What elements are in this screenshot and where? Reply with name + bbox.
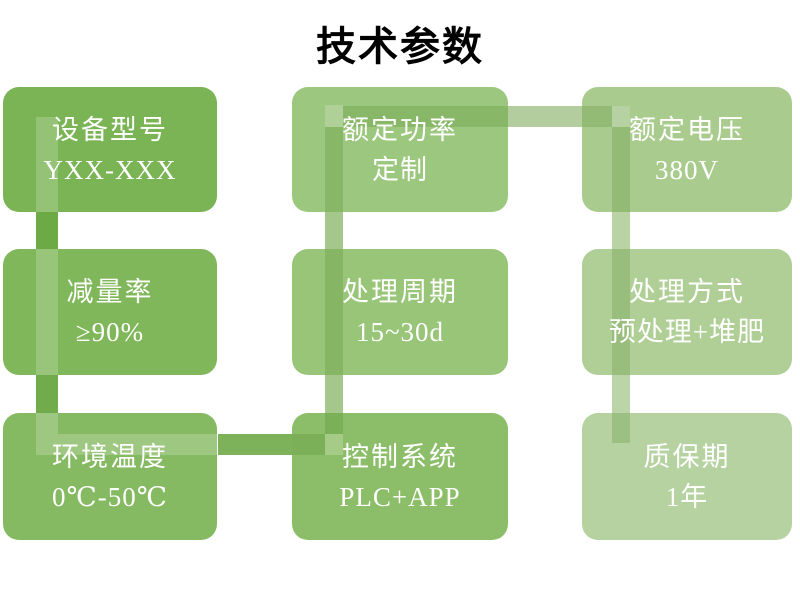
spec-value: 预处理+堆肥 <box>608 317 766 347</box>
spec-box-device-model: 设备型号 YXX-XXX <box>3 87 217 212</box>
spec-value: 0℃-50℃ <box>52 481 168 512</box>
spec-box-treatment-cycle: 处理周期 15~30d <box>292 249 508 375</box>
ribbon-segment <box>36 249 58 375</box>
ribbon-segment <box>36 212 58 249</box>
ribbon-elbow <box>612 106 630 127</box>
spec-label: 处理周期 <box>342 277 458 307</box>
spec-label: 控制系统 <box>342 441 458 472</box>
ribbon-segment <box>343 106 508 127</box>
ribbon-segment <box>582 106 612 127</box>
spec-label: 额定电压 <box>629 114 745 145</box>
spec-label: 设备型号 <box>52 114 168 145</box>
spec-value: ≥90% <box>75 317 145 347</box>
spec-box-ambient-temperature: 环境温度 0℃-50℃ <box>3 413 217 540</box>
spec-label: 减量率 <box>66 277 154 307</box>
ribbon-segment <box>58 434 218 455</box>
spec-label: 质保期 <box>643 441 731 472</box>
page-title: 技术参数 <box>316 25 484 69</box>
ribbon-segment <box>325 249 343 375</box>
ribbon-segment <box>612 249 630 375</box>
spec-box-treatment-method: 处理方式 预处理+堆肥 <box>582 249 792 375</box>
ribbon-segment <box>36 413 58 455</box>
ribbon-segment <box>325 212 343 249</box>
ribbon-segment <box>325 413 343 434</box>
ribbon-elbow <box>325 434 343 455</box>
spec-value: PLC+APP <box>339 481 461 512</box>
ribbon-segment <box>612 413 630 443</box>
spec-box-warranty: 质保期 1年 <box>582 413 792 540</box>
ribbon-segment <box>612 212 630 249</box>
ribbon-segment <box>36 117 58 212</box>
ribbon-segment <box>292 434 325 455</box>
ribbon-segment <box>36 375 58 413</box>
spec-value: 1年 <box>665 481 709 512</box>
ribbon-segment <box>218 434 292 455</box>
ribbon-segment <box>325 375 343 413</box>
spec-label: 环境温度 <box>52 441 168 472</box>
spec-label: 额定功率 <box>342 114 458 145</box>
ribbon-segment <box>612 127 630 212</box>
spec-box-reduction-rate: 减量率 ≥90% <box>3 249 217 375</box>
spec-label: 处理方式 <box>629 277 745 307</box>
spec-value: YXX-XXX <box>43 154 177 185</box>
spec-box-rated-power: 额定功率 定制 <box>292 87 508 212</box>
ribbon-segment <box>612 375 630 413</box>
ribbon-segment <box>325 127 343 212</box>
spec-value: 定制 <box>372 154 428 185</box>
ribbon-segment <box>508 106 582 127</box>
spec-value: 380V <box>655 154 719 185</box>
spec-value: 15~30d <box>355 317 445 347</box>
ribbon-elbow <box>325 105 343 127</box>
